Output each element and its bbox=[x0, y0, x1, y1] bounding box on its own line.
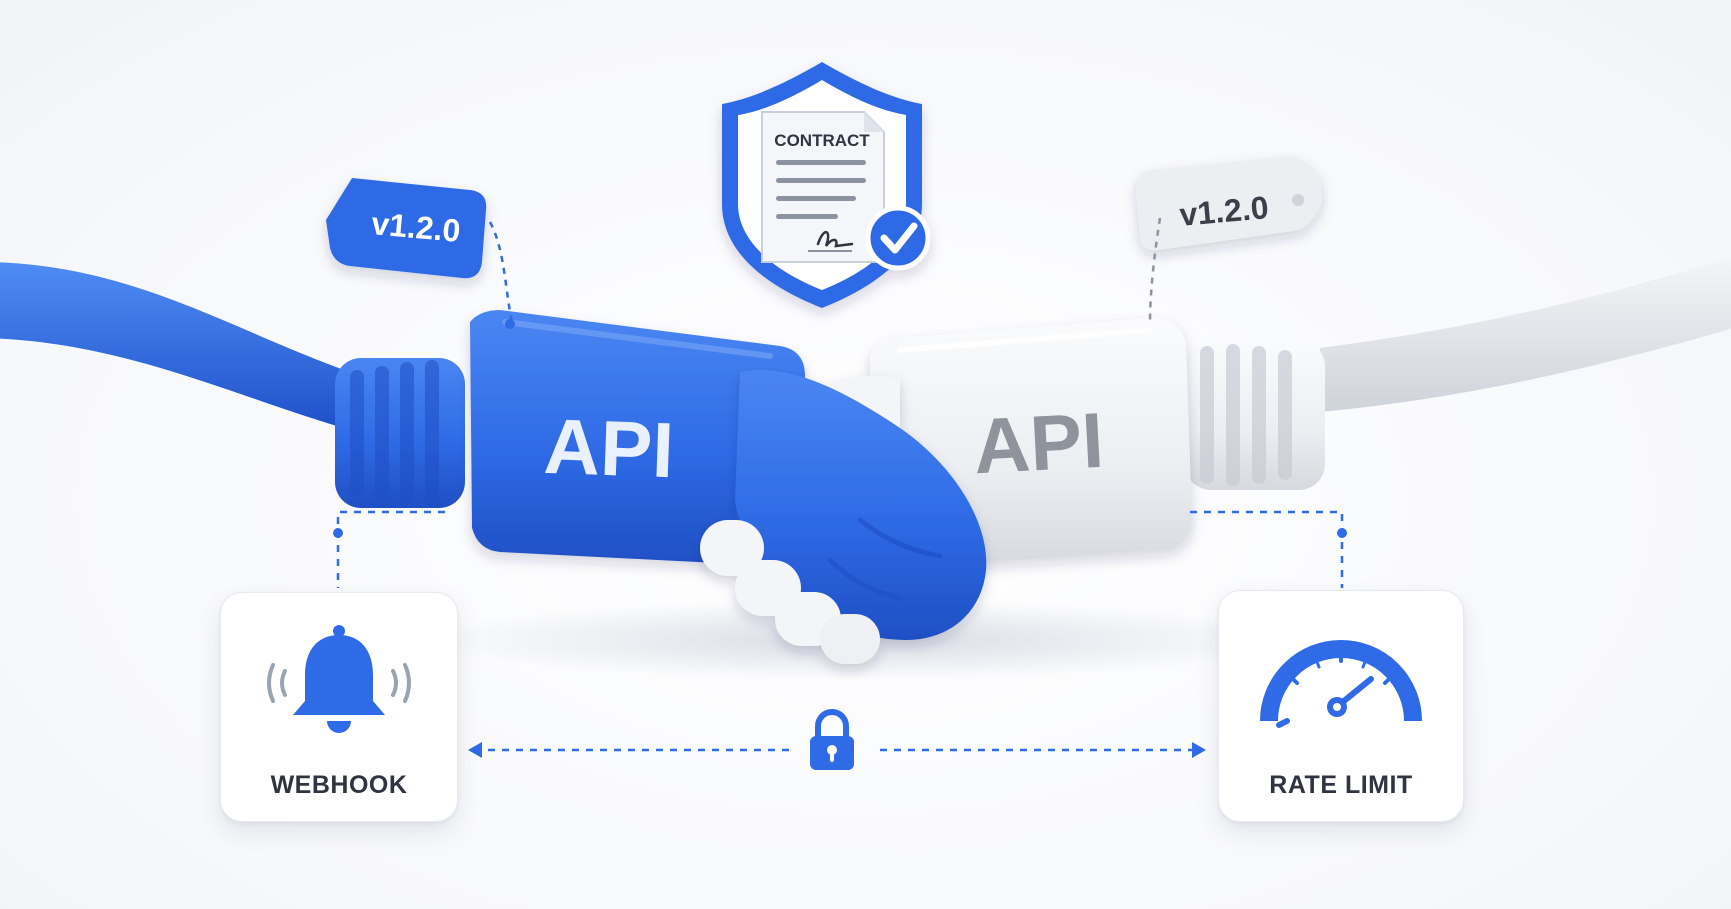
contract-doc-label: CONTRACT bbox=[774, 131, 870, 150]
left-strain-relief bbox=[335, 358, 465, 508]
left-version-label: v1.2.0 bbox=[370, 205, 462, 249]
center-link-line bbox=[468, 742, 1206, 758]
lock-icon bbox=[810, 709, 854, 770]
left-tag-anchor bbox=[505, 319, 515, 329]
right-version-tag bbox=[1136, 156, 1322, 251]
webhook-label: WEBHOOK bbox=[270, 771, 408, 799]
rate-limit-label: RATE LIMIT bbox=[1269, 771, 1413, 799]
rate-limit-connector-line bbox=[1190, 510, 1347, 588]
right-api-label: API bbox=[971, 396, 1105, 491]
check-badge-icon bbox=[865, 205, 931, 271]
right-tag-leader bbox=[1148, 217, 1162, 323]
left-version-tag bbox=[326, 178, 487, 279]
left-tag-leader bbox=[488, 221, 514, 323]
webhook-card[interactable]: WEBHOOK bbox=[220, 592, 458, 822]
rate-limit-card[interactable]: RATE LIMIT bbox=[1218, 590, 1464, 822]
left-api-connector bbox=[470, 310, 805, 566]
gauge-icon bbox=[1260, 640, 1422, 728]
webhook-connector-line bbox=[333, 510, 445, 588]
handshake-icon bbox=[700, 370, 987, 664]
left-cable bbox=[0, 262, 350, 430]
bell-icon bbox=[267, 625, 411, 733]
signature bbox=[816, 231, 854, 248]
right-version-label: v1.2.0 bbox=[1178, 189, 1270, 233]
right-strain-relief bbox=[1185, 340, 1325, 490]
left-api-label: API bbox=[542, 402, 675, 494]
contract-shield bbox=[722, 62, 931, 308]
right-cable bbox=[1320, 257, 1731, 412]
